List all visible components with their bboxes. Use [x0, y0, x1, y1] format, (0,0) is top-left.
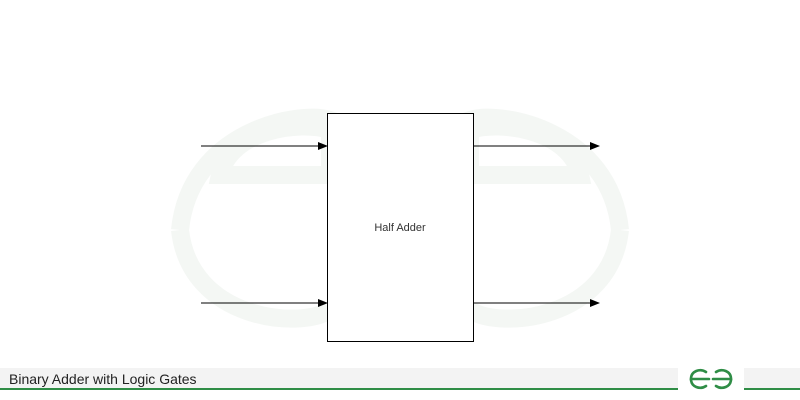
footer-accent-line	[744, 388, 800, 390]
half-adder-diagram: Half Adder	[201, 113, 600, 342]
logo	[678, 366, 744, 392]
footer-title: Binary Adder with Logic Gates	[9, 371, 197, 387]
footer-accent-line	[0, 388, 678, 390]
half-adder-label: Half Adder	[374, 222, 426, 234]
footer: Binary Adder with Logic Gates	[0, 366, 800, 400]
footer-bar	[0, 368, 800, 390]
geeksforgeeks-logo-icon	[689, 368, 733, 390]
half-adder-block	[327, 113, 474, 342]
